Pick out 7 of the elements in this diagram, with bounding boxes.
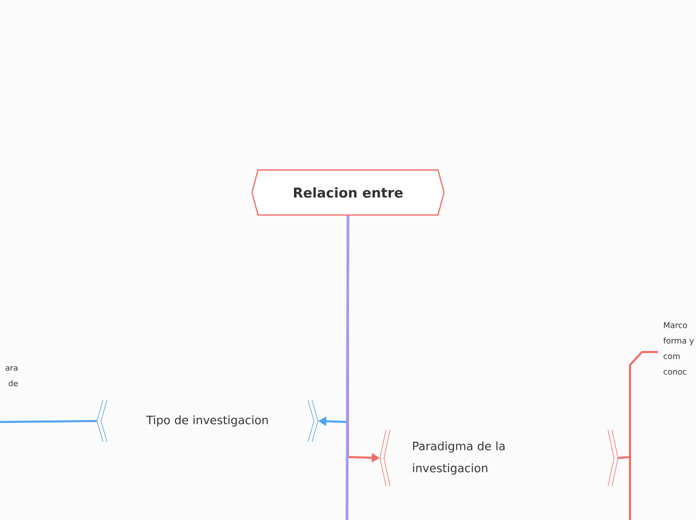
topic-box: Paradigma de la investigacion	[380, 430, 618, 486]
connector	[0, 420, 97, 423]
title-box: Relacion entre	[251, 169, 445, 216]
topic-box: Tipo de investigacion	[96, 400, 318, 442]
topic-text: Marco forma y com conoc	[663, 322, 694, 375]
connector	[618, 351, 658, 459]
topic-text: ara de	[6, 366, 18, 386]
